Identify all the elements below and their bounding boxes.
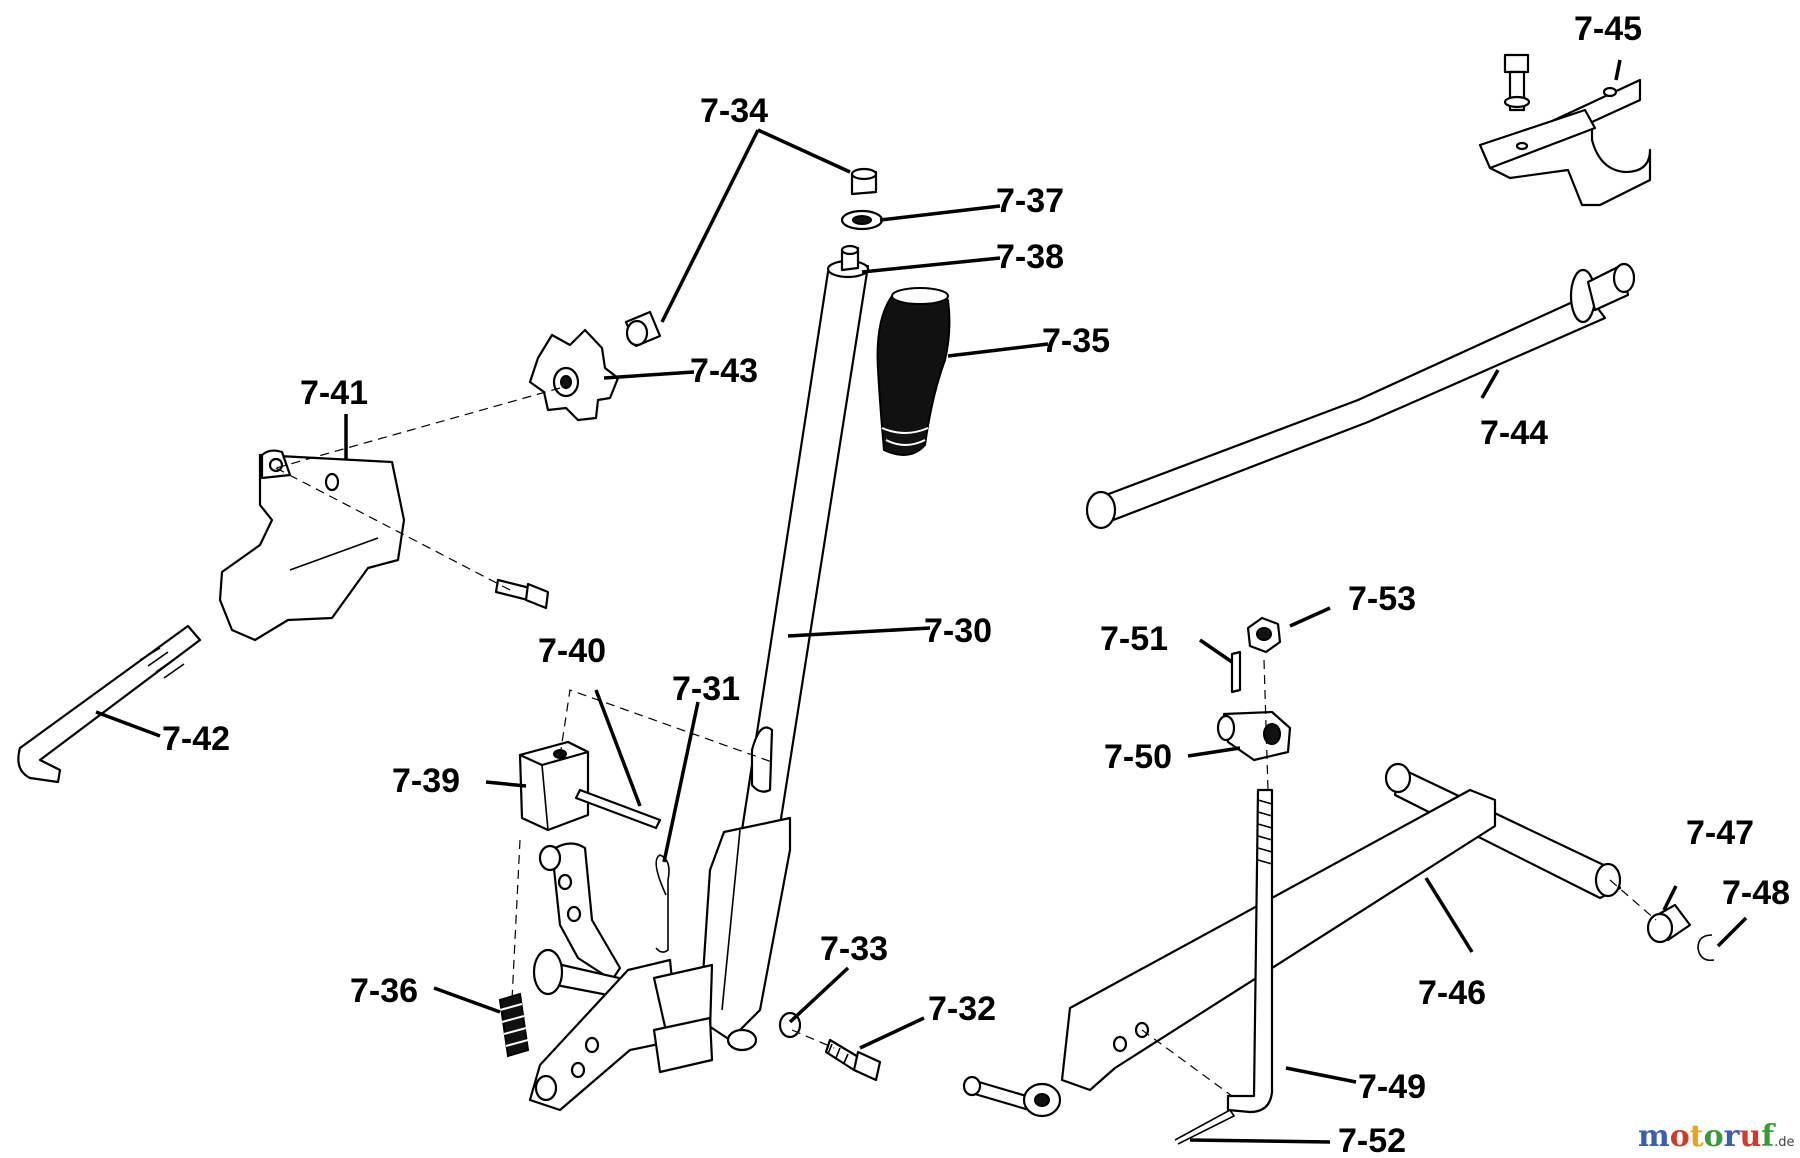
- label-7-36: 7-36: [350, 972, 418, 1010]
- bracket-bolt: [494, 578, 550, 610]
- part-7-45-bracket: [1478, 53, 1652, 207]
- part-7-46-crossbar: [962, 762, 1622, 1118]
- wm-letter-3: o: [1704, 1119, 1724, 1154]
- wm-suffix: .de: [1774, 1135, 1794, 1150]
- label-7-39: 7-39: [392, 762, 460, 800]
- label-7-47: 7-47: [1686, 814, 1754, 852]
- label-7-31: 7-31: [672, 670, 740, 708]
- label-7-51: 7-51: [1100, 620, 1168, 658]
- part-7-48-clip: [1697, 934, 1715, 962]
- part-7-30-lever: [698, 244, 870, 1052]
- label-7-45: 7-45: [1574, 10, 1642, 48]
- label-7-32: 7-32: [928, 990, 996, 1028]
- label-7-49: 7-49: [1358, 1068, 1426, 1106]
- part-7-50-clevis: [1216, 710, 1292, 762]
- label-7-53: 7-53: [1348, 580, 1416, 618]
- watermark-text: motoruf.de: [1638, 1119, 1795, 1154]
- part-7-36-spring: [498, 992, 530, 1058]
- part-7-52-cotter: [1174, 1108, 1236, 1145]
- wm-letter-2: t: [1690, 1119, 1704, 1154]
- part-7-40-pin: [574, 788, 662, 830]
- part-7-51-pin: [1230, 650, 1242, 694]
- wm-letter-0: m: [1638, 1119, 1670, 1154]
- label-7-46: 7-46: [1418, 974, 1486, 1012]
- label-7-43: 7-43: [690, 352, 758, 390]
- label-7-42: 7-42: [162, 720, 230, 758]
- label-7-44: 7-44: [1480, 414, 1548, 452]
- part-7-49-rod: [1226, 788, 1274, 1114]
- label-7-38: 7-38: [996, 238, 1064, 276]
- part-7-43-knob: [528, 328, 620, 422]
- wm-letter-1: o: [1670, 1119, 1690, 1154]
- part-7-35-grip: [876, 287, 951, 456]
- watermark-logo: motoruf.de: [1638, 1119, 1795, 1154]
- part-7-44-tube: [1085, 262, 1636, 530]
- wm-letter-4: r: [1724, 1119, 1741, 1154]
- part-7-31-cotter-pin: [655, 854, 670, 953]
- part-7-47-bushing: [1646, 903, 1692, 944]
- label-7-37: 7-37: [996, 182, 1064, 220]
- wm-letter-5: u: [1739, 1119, 1761, 1154]
- part-7-53-nut: [1246, 616, 1282, 654]
- label-7-33: 7-33: [820, 930, 888, 968]
- label-7-52: 7-52: [1338, 1122, 1406, 1158]
- part-labels: 7-34 7-37 7-38 7-35 7-43 7-41 7-42 7-30 …: [162, 10, 1790, 1158]
- alignment-lines: [275, 387, 1657, 1097]
- label-7-41: 7-41: [300, 374, 368, 412]
- label-7-34: 7-34: [700, 92, 768, 130]
- part-7-32-bolt: [824, 1038, 882, 1082]
- wm-letter-6: f: [1761, 1119, 1776, 1154]
- label-7-40: 7-40: [538, 632, 606, 670]
- label-7-30: 7-30: [924, 612, 992, 650]
- part-7-41-bracket: [218, 449, 406, 642]
- part-7-42-rod: [17, 624, 202, 784]
- part-7-34-bushings: [624, 167, 878, 348]
- label-7-35: 7-35: [1042, 322, 1110, 360]
- part-7-39-block: [518, 740, 590, 832]
- linkage-arm: [528, 842, 714, 1112]
- leader-lines: [95, 59, 1748, 1144]
- label-7-48: 7-48: [1722, 874, 1790, 912]
- label-7-50: 7-50: [1104, 738, 1172, 776]
